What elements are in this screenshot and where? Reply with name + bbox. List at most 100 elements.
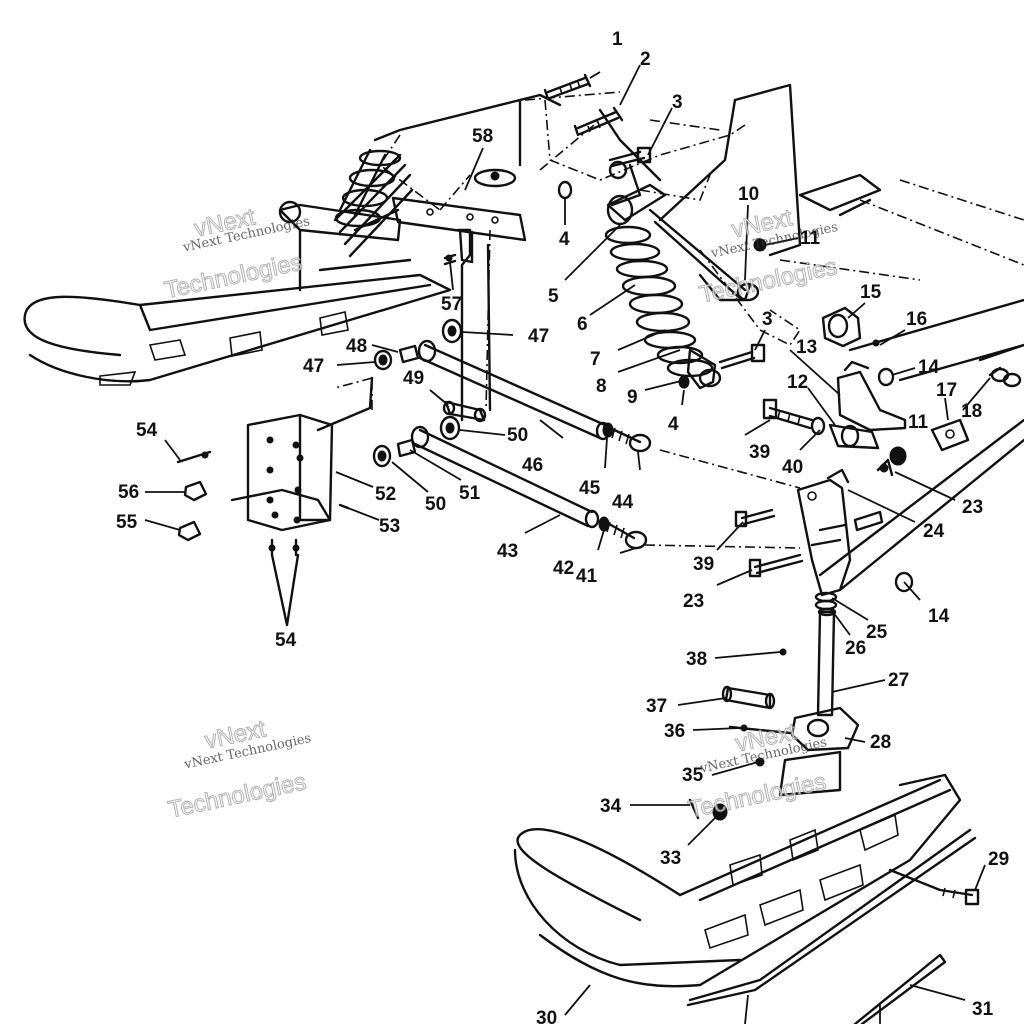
left-ski [23, 273, 452, 386]
spindle-24 [796, 468, 852, 597]
part-label: 3 [672, 92, 683, 113]
part-label: 27 [888, 670, 909, 691]
part-label: 34 [600, 796, 622, 817]
tie-rod-10 [648, 208, 802, 347]
bushings-50-51 [372, 415, 461, 468]
part-label: 49 [403, 368, 424, 389]
part-label: 28 [870, 732, 891, 753]
bolt-16 [872, 339, 880, 347]
main-frame-right [779, 173, 1024, 592]
tie-rod-46 [417, 339, 611, 441]
part-label: 46 [522, 455, 543, 476]
bushings-47-48 [373, 318, 463, 371]
part-label: 47 [303, 356, 324, 377]
part-label: 36 [664, 721, 685, 742]
part-label: 10 [738, 184, 759, 205]
bushing-37 [721, 685, 776, 710]
part-label: 12 [787, 372, 808, 393]
mount-bracket-52 [230, 376, 374, 532]
part-label: 6 [577, 314, 588, 335]
part-label: 11 [908, 412, 929, 433]
part-label: 57 [441, 294, 462, 315]
part-label: 47 [528, 326, 549, 347]
part-label: 51 [459, 483, 481, 504]
nut-45 [602, 422, 614, 438]
tie-rod-43 [410, 425, 600, 529]
wear-bar-31 [853, 953, 947, 1024]
bolt-39-upper [762, 398, 814, 430]
part-label: 8 [596, 376, 607, 397]
part-label: 9 [627, 387, 638, 408]
part-label: 25 [866, 622, 888, 643]
part-label: 50 [425, 494, 446, 515]
spindle-bracket-13 [836, 360, 907, 432]
part-label: 41 [576, 566, 598, 587]
part-label: 54 [275, 630, 297, 651]
part-label: 16 [906, 309, 927, 330]
front-bumper-frame [373, 83, 802, 257]
part-label: 4 [559, 229, 570, 250]
part-label: 56 [118, 482, 139, 503]
part-label: 23 [962, 497, 983, 518]
part-label: 11 [800, 228, 821, 249]
part-label: 39 [749, 442, 770, 463]
part-label: 26 [845, 638, 866, 659]
mounting-plate-58 [391, 168, 527, 264]
bolt-39-lower [734, 508, 776, 528]
nut-14-lower [894, 571, 914, 593]
part-label: 29 [988, 849, 1009, 870]
block-17 [930, 418, 970, 452]
spindle-shaft-27 [816, 607, 837, 717]
part-label: 24 [923, 521, 945, 542]
bolt-3-lower [718, 343, 766, 370]
part-label: 52 [375, 484, 396, 505]
part-label: 1 [612, 29, 623, 50]
left-shock-absorber [278, 148, 414, 292]
leader-lines [144, 64, 991, 1024]
nuts-55-56 [177, 480, 208, 542]
part-label: 38 [686, 649, 707, 670]
part-label: 18 [961, 401, 982, 422]
svg-text:Technologies: Technologies [697, 253, 840, 309]
rivets-54-left [176, 450, 300, 627]
watermark-left-bottom: vNext vNext Technologies Technologies [165, 715, 312, 824]
part-label: 48 [346, 336, 367, 357]
part-label: 15 [860, 282, 882, 303]
nut-42 [598, 516, 610, 532]
bolt-23-upper [876, 458, 894, 477]
part-label: 53 [379, 516, 400, 537]
part-label: 43 [497, 541, 518, 562]
bolt-23-lower [748, 553, 804, 578]
part-label: 17 [936, 380, 957, 401]
right-shock-absorber [604, 160, 722, 390]
part-label: 13 [796, 337, 817, 358]
part-label: 58 [472, 126, 493, 147]
part-label: 23 [683, 591, 704, 612]
bolt-1 [543, 73, 592, 101]
ski-saddle-28 [778, 706, 860, 797]
part-label: 3 [762, 309, 773, 330]
arm-12 [828, 423, 880, 450]
washers-25-26 [814, 591, 838, 611]
part-label: 45 [579, 478, 601, 499]
part-label: 42 [553, 558, 574, 579]
part-label: 2 [640, 49, 651, 70]
part-label: 4 [668, 414, 679, 435]
right-ski [513, 773, 977, 1007]
nut-14-upper [877, 367, 895, 387]
svg-text:Technologies: Technologies [166, 768, 309, 824]
part-label: 39 [693, 554, 714, 575]
part-number-labels: 1 2 3 3 4 4 4 5 6 7 8 9 10 11 11 12 13 1… [116, 29, 1009, 1024]
bushing-15 [821, 306, 862, 348]
bolt-2 [573, 106, 624, 137]
spring-pin-34 [688, 798, 700, 820]
part-label: 35 [682, 765, 704, 786]
part-label: 5 [548, 286, 559, 307]
part-label: 7 [590, 349, 601, 370]
part-label: 31 [972, 999, 994, 1020]
nut-11-lower [889, 446, 907, 466]
rivet-53 [338, 503, 350, 510]
part-label: 40 [782, 457, 803, 478]
nut-4-top [557, 180, 573, 200]
pin-38 [779, 648, 787, 656]
